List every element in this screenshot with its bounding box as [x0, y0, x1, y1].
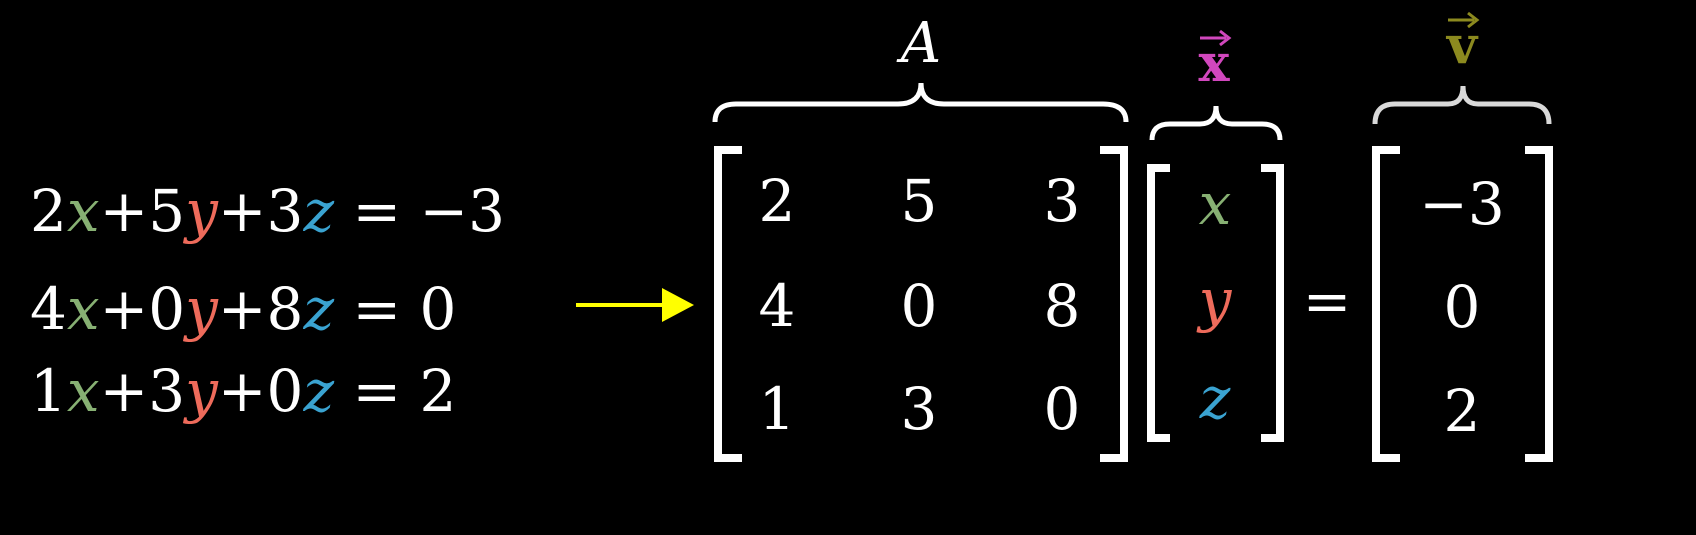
vector-x-entry-2: y	[1198, 266, 1232, 334]
vector-v-label: v	[1446, 15, 1478, 76]
matrix-left-bracket	[714, 146, 742, 462]
equation-row-1: 2x+5y+3z = −3	[30, 182, 505, 240]
plus-3b: +	[217, 357, 267, 425]
var-z-2: z	[303, 275, 334, 343]
equals-3: =	[352, 357, 402, 425]
var-y-2: y	[185, 275, 218, 343]
rhs-2: 0	[419, 275, 457, 343]
rhs-1: −3	[419, 177, 505, 245]
vector-v-entry-2: 0	[1443, 273, 1481, 341]
matrix-cell-1-3: 3	[1043, 167, 1081, 235]
vector-x-label: x	[1198, 33, 1230, 94]
coef-y-2: 0	[148, 275, 186, 343]
plus-1a: +	[99, 177, 149, 245]
vector-x-brace	[1149, 105, 1283, 141]
coef-y-1: 5	[148, 177, 186, 245]
coef-z-1: 3	[266, 177, 304, 245]
rhs-3: 2	[419, 357, 457, 425]
matrix-cell-3-3: 0	[1043, 375, 1081, 443]
plus-2a: +	[99, 275, 149, 343]
matrix-cell-3-1: 1	[758, 375, 796, 443]
var-z-1: z	[303, 177, 334, 245]
plus-1b: +	[217, 177, 267, 245]
equals-2: =	[352, 275, 402, 343]
vector-v-arrow-icon	[1448, 11, 1480, 29]
vector-v-right-bracket	[1525, 146, 1553, 462]
matrix-brace	[712, 82, 1129, 123]
vector-v-left-bracket	[1372, 146, 1400, 462]
matrix-right-bracket	[1100, 146, 1128, 462]
coef-y-3: 3	[148, 357, 186, 425]
matrix-cell-2-1: 4	[758, 272, 796, 340]
vector-v-brace	[1372, 85, 1552, 125]
transform-arrow	[576, 288, 694, 322]
matrix-cell-3-2: 3	[900, 375, 938, 443]
vector-x-entry-1: x	[1198, 170, 1232, 238]
equals-sign: =	[1302, 267, 1352, 335]
vector-v-entry-1: −3	[1419, 170, 1505, 238]
var-y-1: y	[185, 177, 218, 245]
var-z-3: z	[303, 357, 334, 425]
var-y-3: y	[185, 357, 218, 425]
var-x-3: x	[66, 357, 100, 425]
vector-v-entry-3: 2	[1443, 377, 1481, 445]
coef-z-3: 0	[266, 357, 304, 425]
matrix-label-A: A	[900, 11, 942, 76]
vector-x-left-bracket	[1147, 164, 1170, 442]
var-x-1: x	[66, 177, 100, 245]
vector-x-entry-3: z	[1199, 364, 1231, 432]
matrix-cell-2-2: 0	[900, 272, 938, 340]
arrow-head	[662, 288, 694, 322]
coef-x-3: 1	[30, 357, 67, 425]
matrix-cell-2-3: 8	[1043, 272, 1081, 340]
matrix-cell-1-1: 2	[758, 167, 796, 235]
equation-row-3: 1x+3y+0z = 2	[30, 362, 456, 420]
plus-2b: +	[217, 275, 267, 343]
coef-x-1: 2	[30, 177, 67, 245]
coef-z-2: 8	[266, 275, 304, 343]
var-x-2: x	[66, 275, 100, 343]
equals-1: =	[352, 177, 402, 245]
matrix-cell-1-2: 5	[900, 167, 938, 235]
coef-x-2: 4	[30, 275, 67, 343]
plus-3a: +	[99, 357, 149, 425]
vector-x-arrow-icon	[1200, 29, 1232, 47]
vector-x-right-bracket	[1261, 164, 1284, 442]
equation-row-2: 4x+0y+8z = 0	[30, 280, 456, 338]
